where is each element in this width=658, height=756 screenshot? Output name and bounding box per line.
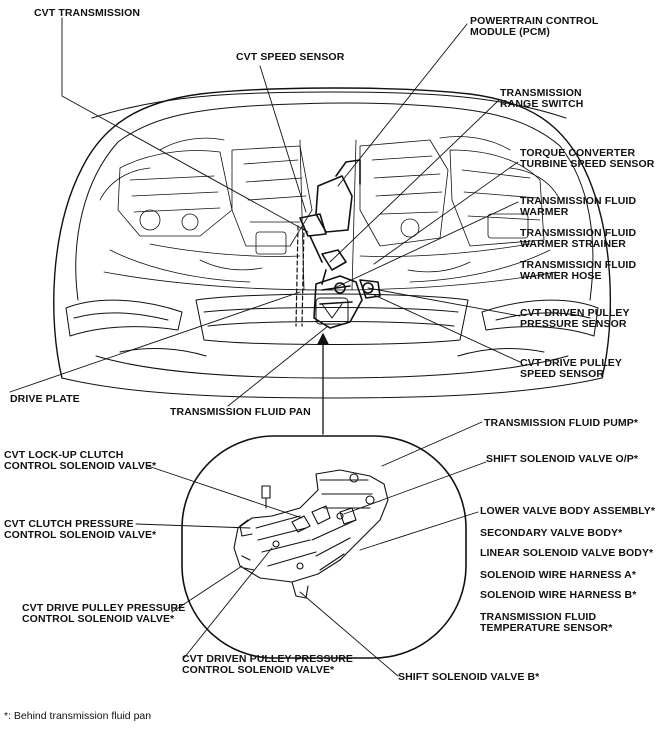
label-drive-pulley-speed-sensor: CVT DRIVE PULLEY SPEED SENSOR	[520, 357, 622, 380]
label-pcm: POWERTRAIN CONTROL MODULE (PCM)	[470, 15, 599, 38]
label-secondary-valve-body: SECONDARY VALVE BODY*	[480, 527, 623, 539]
label-torque-converter-sensor: TORQUE CONVERTER TURBINE SPEED SENSOR	[520, 147, 655, 170]
detail-pointer-arrow	[317, 333, 329, 435]
label-fluid-warmer-strainer: TRANSMISSION FLUID WARMER STRAINER	[520, 227, 637, 250]
label-clutch-pressure: CVT CLUTCH PRESSURE CONTROL SOLENOID VAL…	[4, 518, 157, 541]
label-wire-harness-a: SOLENOID WIRE HARNESS A*	[480, 569, 637, 581]
label-transmission-range-switch: TRANSMISSION RANGE SWITCH	[500, 87, 584, 110]
engine-components	[99, 136, 561, 291]
label-shift-solenoid-b: SHIFT SOLENOID VALVE B*	[398, 671, 540, 683]
label-drive-pulley-pressure: CVT DRIVE PULLEY PRESSURE CONTROL SOLENO…	[22, 602, 186, 625]
label-shift-solenoid-op: SHIFT SOLENOID VALVE O/P*	[486, 453, 639, 465]
leader-lines-top	[9, 17, 521, 407]
label-lockup-clutch: CVT LOCK-UP CLUTCH CONTROL SOLENOID VALV…	[4, 449, 157, 472]
label-driven-pulley-pressure: CVT DRIVEN PULLEY PRESSURE CONTROL SOLEN…	[182, 653, 354, 676]
label-linear-solenoid-valve-body: LINEAR SOLENOID VALVE BODY*	[480, 547, 654, 559]
label-cvt-transmission: CVT TRANSMISSION	[34, 7, 141, 19]
label-drive-plate: DRIVE PLATE	[10, 393, 80, 405]
highlighted-transmission	[299, 159, 381, 329]
label-lower-valve-body: LOWER VALVE BODY ASSEMBLY*	[480, 505, 656, 517]
drive-plate-dashed	[295, 225, 305, 327]
label-fluid-temp-sensor: TRANSMISSION FLUID TEMPERATURE SENSOR*	[480, 611, 613, 634]
label-fluid-pump: TRANSMISSION FLUID PUMP*	[484, 417, 639, 429]
label-fluid-warmer-hose: TRANSMISSION FLUID WARMER HOSE	[520, 259, 637, 282]
label-wire-harness-b: SOLENOID WIRE HARNESS B*	[480, 589, 637, 601]
label-fluid-warmer: TRANSMISSION FLUID WARMER	[520, 195, 637, 218]
label-cvt-speed-sensor: CVT SPEED SENSOR	[236, 51, 345, 63]
label-driven-pulley-pressure-sensor: CVT DRIVEN PULLEY PRESSURE SENSOR	[520, 307, 630, 330]
leader-lines-bottom	[135, 421, 487, 677]
footnote: *: Behind transmission fluid pan	[4, 710, 152, 722]
detail-callout	[181, 435, 467, 659]
label-fluid-pan: TRANSMISSION FLUID PAN	[170, 406, 311, 418]
vehicle-front-outline	[53, 87, 612, 399]
